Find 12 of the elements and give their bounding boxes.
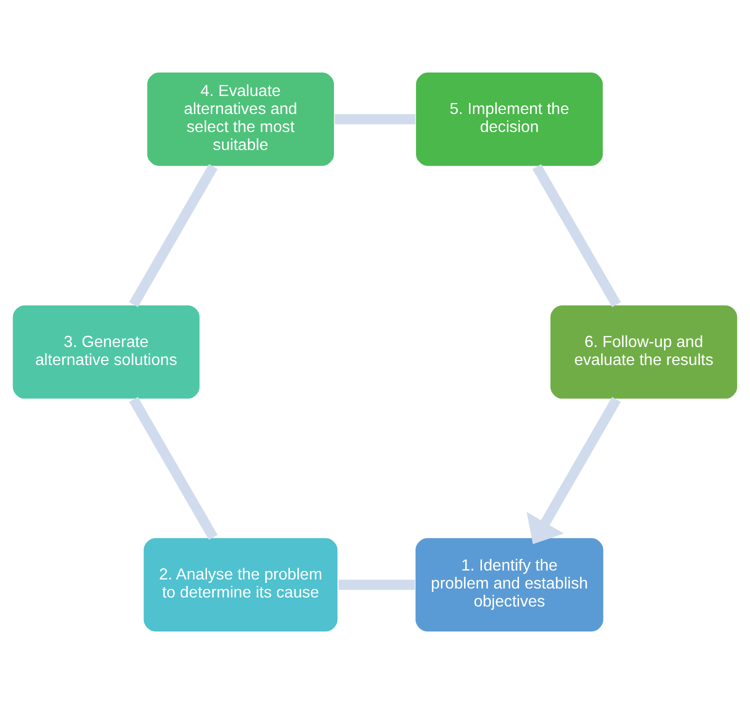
connector [129,164,218,307]
connector [338,579,416,590]
node-box: 6. Follow-up and evaluate the results [549,304,738,400]
node-box: 2. Analyse the problem to determine its cause [142,536,338,632]
node-box: 1. Identify the problem and establish objectives [414,536,604,632]
node-box: 3. Generate alternative solutions [12,304,201,400]
node-box: 5. Implement the decision [415,71,604,166]
node-box: 4. Evaluate alternatives and select the most suitable [146,71,335,166]
connector [129,396,218,540]
arrow [526,396,621,544]
connector [532,164,621,307]
connector [334,114,416,124]
